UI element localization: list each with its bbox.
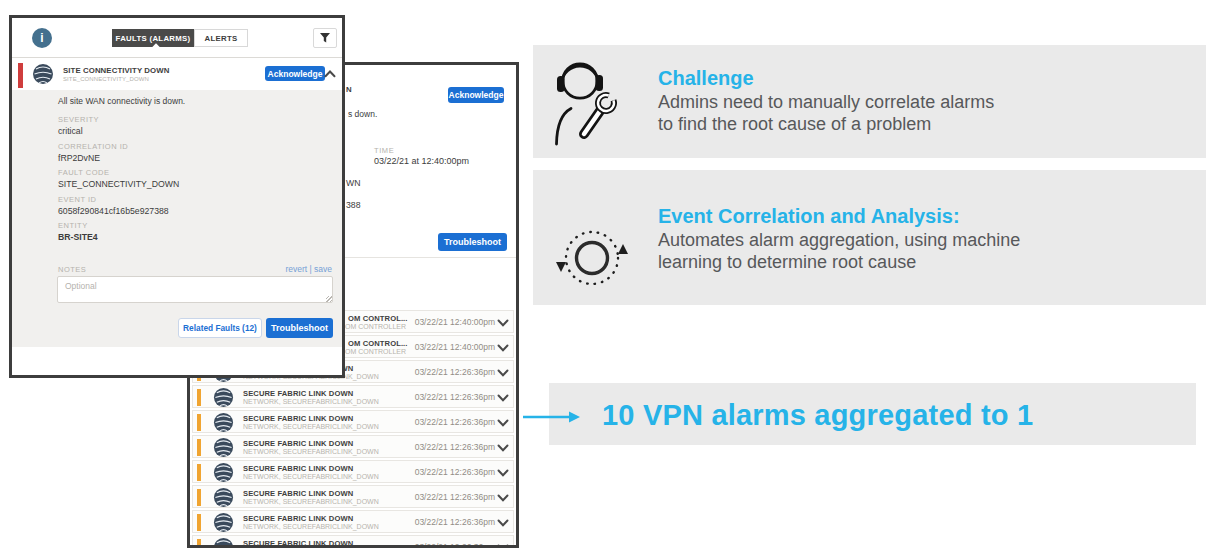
acknowledge-button-back[interactable]: Acknowledge [448, 87, 504, 103]
globe-icon [213, 462, 234, 483]
chevron-down-icon[interactable] [497, 519, 509, 527]
alarm-timestamp: 03/22/21 12:26:36pm [415, 367, 495, 377]
severity-bar-critical [18, 63, 23, 88]
challenge-title: Challenge [658, 66, 994, 91]
globe-icon [213, 437, 234, 458]
chevron-down-icon[interactable] [497, 319, 509, 327]
field-severity: SEVERITY critical [58, 114, 332, 137]
severity-bar [197, 514, 201, 531]
severity-bar [197, 439, 201, 456]
alarm-timestamp: 03/22/21 12:26:36pm [415, 467, 495, 477]
field-label: SEVERITY [58, 114, 332, 125]
troubleshoot-button[interactable]: Troubleshoot [266, 318, 333, 338]
challenge-box: Challenge Admins need to manually correl… [533, 45, 1206, 158]
challenge-body: Admins need to manually correlate alarms… [658, 91, 994, 135]
callout-box: 10 VPN alarms aggregated to 1 [549, 383, 1196, 445]
chevron-up-icon[interactable] [324, 70, 336, 78]
field-value: BR-SITE4 [58, 231, 332, 243]
chevron-down-icon[interactable] [497, 444, 509, 452]
alarm-row[interactable]: SECURE FABRIC LINK DOWN NETWORK, SECUREF… [192, 535, 514, 548]
alarm-title: SECURE FABRIC LINK DOWN [243, 414, 353, 423]
troubleshoot-button-back[interactable]: Troubleshoot [438, 233, 507, 251]
field-value: critical [58, 125, 332, 137]
related-faults-button[interactable]: Related Faults (12) [178, 318, 262, 338]
tab-group: FAULTS (ALARMS) ALERTS [112, 29, 248, 47]
globe-icon [213, 412, 234, 433]
field-fault-code: FAULT CODE SITE_CONNECTIVITY_DOWN [58, 167, 332, 190]
alarm-subtitle: NETWORK, SECUREFABRICLINK_DOWN [243, 473, 379, 480]
fault-title: SITE CONNECTIVITY DOWN [63, 66, 169, 75]
severity-bar [197, 539, 201, 549]
notes-actions[interactable]: revert | save [212, 264, 332, 274]
alarm-timestamp: 03/22/21 12:26:36pm [415, 542, 495, 548]
chevron-down-icon[interactable] [497, 369, 509, 377]
info-icon[interactable]: i [32, 28, 52, 48]
time-value: 03/22/21 at 12:40:00pm [374, 156, 469, 166]
field-entity: ENTITY BR-SITE4 [58, 220, 332, 243]
alarm-title: SECURE FABRIC LINK DOWN [243, 539, 353, 548]
event-correlation-title: Event Correlation and Analysis: [658, 204, 1020, 229]
severity-bar [197, 464, 201, 481]
fault-description: All site WAN connectivity is down. [58, 95, 332, 108]
fault-subtitle: SITE_CONNECTIVITY_DOWN [63, 76, 149, 82]
field-value: 6058f290841cf16b5e927388 [58, 205, 332, 217]
alarm-timestamp: 03/22/21 12:40:00pm [415, 317, 495, 327]
alarm-title: OM CONTROL... [348, 314, 408, 323]
alarm-timestamp: 03/22/21 12:26:36pm [415, 492, 495, 502]
field-value: SITE_CONNECTIVITY_DOWN [58, 178, 332, 190]
acknowledge-button[interactable]: Acknowledge [265, 66, 325, 81]
chevron-down-icon[interactable] [497, 544, 509, 549]
alarm-row[interactable]: SECURE FABRIC LINK DOWN NETWORK, SECUREF… [192, 485, 514, 508]
alarm-title: OM CONTROL... [348, 339, 408, 348]
alarm-row[interactable]: SECURE FABRIC LINK DOWN NETWORK, SECUREF… [192, 410, 514, 433]
globe-icon [213, 537, 234, 549]
alarm-timestamp: 03/22/21 12:40:00pm [415, 342, 495, 352]
filter-icon [319, 32, 331, 44]
alarm-subtitle: NETWORK, SECUREFABRICLINK_DOWN [243, 498, 379, 505]
callout-arrow [520, 407, 585, 427]
alarm-timestamp: 03/22/21 12:26:36pm [415, 517, 495, 527]
field-label: ENTITY [58, 220, 332, 231]
alarm-row[interactable]: SECURE FABRIC LINK DOWN NETWORK, SECUREF… [192, 510, 514, 533]
alarm-subtitle: NETWORK, SECUREFABRICLINK_DOWN [243, 448, 379, 455]
time-label: TIME [374, 146, 394, 155]
chevron-down-icon[interactable] [497, 494, 509, 502]
field-value: fRP2DvNE [58, 152, 332, 164]
alarm-timestamp: 03/22/21 12:26:36pm [415, 442, 495, 452]
alarm-title: SECURE FABRIC LINK DOWN [243, 514, 353, 523]
globe-icon [213, 387, 234, 408]
alarm-row[interactable]: SECURE FABRIC LINK DOWN NETWORK, SECUREF… [192, 385, 514, 408]
field-label: CORRELATION ID [58, 141, 332, 152]
severity-bar [197, 389, 201, 406]
fault-title-fragment: N [346, 85, 352, 94]
notes-textarea[interactable]: Optional [57, 276, 333, 303]
chevron-down-icon[interactable] [497, 469, 509, 477]
filter-button[interactable] [313, 28, 337, 48]
chevron-down-icon[interactable] [497, 344, 509, 352]
challenge-text: Challenge Admins need to manually correl… [658, 66, 994, 135]
notes-label: NOTES [58, 265, 86, 274]
resize-handle[interactable] [326, 296, 332, 302]
tab-alerts[interactable]: ALERTS [194, 29, 248, 47]
alarm-row[interactable]: SECURE FABRIC LINK DOWN NETWORK, SECUREF… [192, 435, 514, 458]
globe-icon [213, 487, 234, 508]
callout-text: 10 VPN alarms aggregated to 1 [602, 399, 1033, 432]
alarm-subtitle: NETWORK, SECUREFABRICLINK_DOWN [243, 398, 379, 405]
event-correlation-text: Event Correlation and Analysis: Automate… [658, 204, 1020, 273]
field-correlation-id: CORRELATION ID fRP2DvNE [58, 141, 332, 164]
chevron-down-icon[interactable] [497, 419, 509, 427]
alarm-row[interactable]: SECURE FABRIC LINK DOWN NETWORK, SECUREF… [192, 460, 514, 483]
alarm-timestamp: 03/22/21 12:26:36pm [415, 417, 495, 427]
alarm-title: SECURE FABRIC LINK DOWN [243, 439, 353, 448]
alarm-card: i FAULTS (ALARMS) ALERTS SITE CONNECTIVI… [9, 15, 345, 378]
event-correlation-box: Event Correlation and Analysis: Automate… [533, 170, 1206, 305]
event-id-fragment: 388 [346, 200, 361, 210]
field-event-id: EVENT ID 6058f290841cf16b5e927388 [58, 194, 332, 217]
alarm-title: SECURE FABRIC LINK DOWN [243, 464, 353, 473]
chevron-down-icon[interactable] [497, 394, 509, 402]
field-label: EVENT ID [58, 194, 332, 205]
sync-cycle-icon [553, 212, 629, 307]
tab-faults-alarms[interactable]: FAULTS (ALARMS) [112, 29, 194, 47]
alarm-title: SECURE FABRIC LINK DOWN [243, 389, 353, 398]
